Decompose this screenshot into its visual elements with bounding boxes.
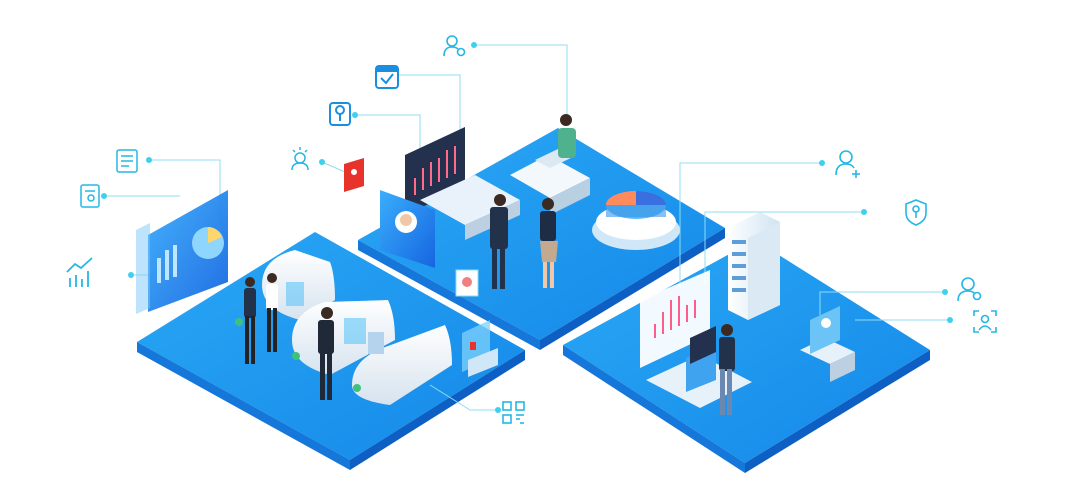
kiosk-terminal <box>462 320 498 377</box>
small-id-card <box>455 269 479 297</box>
shield-key-icon <box>905 199 927 226</box>
server-rack <box>728 212 780 320</box>
face-scan-icon <box>973 310 997 333</box>
badge-portrait-panel <box>380 190 435 268</box>
id-card-icon <box>80 184 100 208</box>
qr-code-icon <box>502 401 525 424</box>
analytics-display-panel <box>136 190 228 314</box>
calendar-check-icon <box>375 65 399 89</box>
alert-card <box>344 158 364 192</box>
key-badge-icon <box>329 102 351 126</box>
business-people <box>490 194 558 289</box>
pie-chart-hologram <box>592 191 680 250</box>
user-settings-icon <box>957 277 982 302</box>
alert-person-icon <box>351 175 357 181</box>
analytics-chart-icon <box>66 257 93 287</box>
add-user-icon <box>835 150 860 178</box>
security-desk <box>405 127 520 240</box>
user-gear-icon <box>443 35 466 57</box>
guard-alarm-icon <box>291 147 309 171</box>
statistics-board <box>640 270 710 368</box>
turnstile-gates <box>235 250 452 405</box>
face-recognition-device <box>800 306 855 382</box>
people-at-gates <box>244 273 334 400</box>
operator-workstation <box>646 324 752 415</box>
receptionist <box>558 114 576 158</box>
document-list-icon <box>116 149 138 173</box>
